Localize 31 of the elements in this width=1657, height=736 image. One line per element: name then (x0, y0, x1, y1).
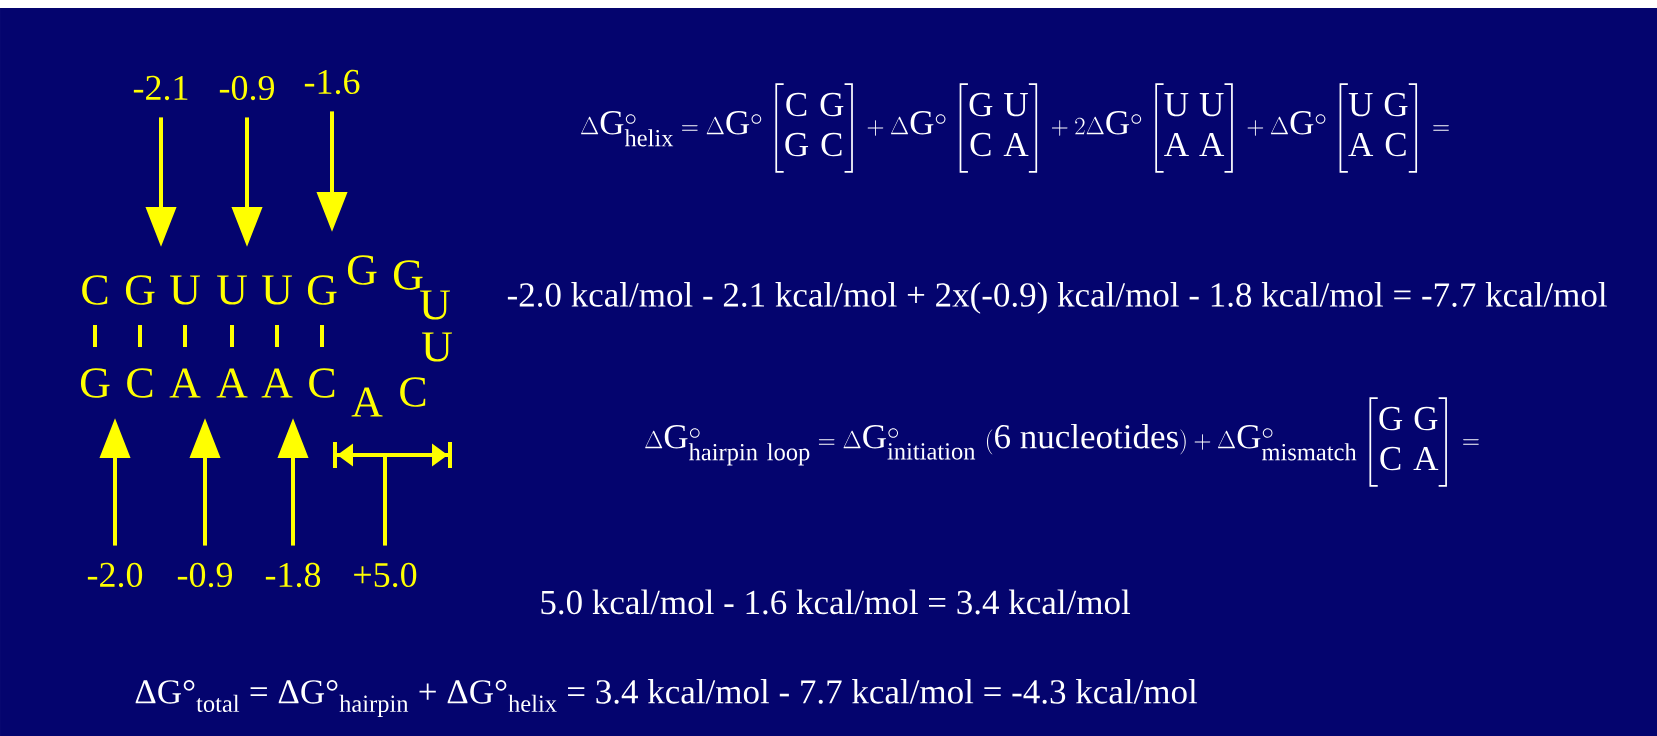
equation: ΔG°$_{total}$ = ΔG°$_{hairpin}$ + ΔG°$_{helix}$ = 3.4 kcal/mol - 7.7 kcal/mol = -4.3 kcal/mol (135, 679, 1198, 717)
nucleotide-letter: G (347, 255, 377, 285)
loop-bracket (333, 442, 452, 468)
nucleotide-letter: U (262, 275, 292, 305)
equation: 5.0 kcal/mol - 1.6 kcal/mol = 3.4 kcal/mol (541, 589, 1131, 615)
equation: $\Delta \mathrm{G}^{\circ}_{\mathrm{helix}} = \Delta \mathrm{G}^{\circ}\begin{bmatrix}\mathrm{C} & \mathrm{G}\\ \mathrm{G} & \mathrm{C}\end{bmatrix} + \Delta \mathrm{G}^{\circ}\begin{bmatrix}\mathrm{G} & \mathrm{U}\\ \mathrm{C} & \mathrm{A}\end{bmatrix} + 2\Delta \mathrm{G}^{\circ}\begin{bmatrix}\mathrm{U} & \mathrm{U}\\ \mathrm{A} & \mathrm{A}\end{bmatrix} + \Delta \mathrm{G}^{\circ}\begin{bmatrix}\mathrm{U} & \mathrm{G}\\ \mathrm{A} & \mathrm{C}\end{bmatrix} =$ (580, 83, 1449, 173)
nucleotide-letter: C (309, 368, 335, 398)
nucleotide-letter: G (80, 368, 110, 398)
energy-value: -0.9 (177, 562, 232, 588)
nucleotide-letter: U (170, 275, 200, 305)
nucleotide-letter: A (261, 368, 293, 398)
nucleotide-letter: G (393, 260, 423, 290)
nucleotide-letter: G (125, 275, 155, 305)
nucleotide-letter: U (217, 275, 247, 305)
energy-value: -0.9 (219, 75, 274, 101)
energy-value: -2.0 (87, 562, 143, 588)
energy-value: -2.1 (133, 75, 188, 101)
nucleotide-letter: C (82, 275, 108, 305)
nucleotide-letter: U (422, 332, 452, 362)
nucleotide-letter: C (127, 368, 153, 398)
connector-line (383, 455, 387, 546)
nucleotide-letter: A (169, 368, 201, 398)
equation: -2.0 kcal/mol - 2.1 kcal/mol + 2x(-0.9) kcal/mol - 1.8 kcal/mol = -7.7 kcal/mol (507, 282, 1607, 314)
nucleotide-letter: G (307, 275, 337, 305)
energy-value: -1.8 (265, 562, 321, 588)
nucleotide-letter: U (420, 290, 450, 320)
energy-value: -1.6 (304, 69, 360, 95)
energy-value: +5.0 (354, 562, 417, 588)
nucleotide-letter: A (216, 368, 248, 398)
equation: $\Delta \mathrm{G}^{\circ}_{\mathrm{hairpin\ loop}} = \Delta \mathrm{G}^{\circ}_{\mathrm{initiation}}\ \mathrm{(6\ nucleotides)} + \Delta \mathrm{G}^{\circ}_{\mathrm{mismatch}}\begin{bmatrix}\mathrm{G} & \mathrm{G}\\ \mathrm{C} & \mathrm{A}\end{bmatrix} =$ (645, 397, 1479, 487)
nucleotide-letter: A (351, 387, 383, 417)
